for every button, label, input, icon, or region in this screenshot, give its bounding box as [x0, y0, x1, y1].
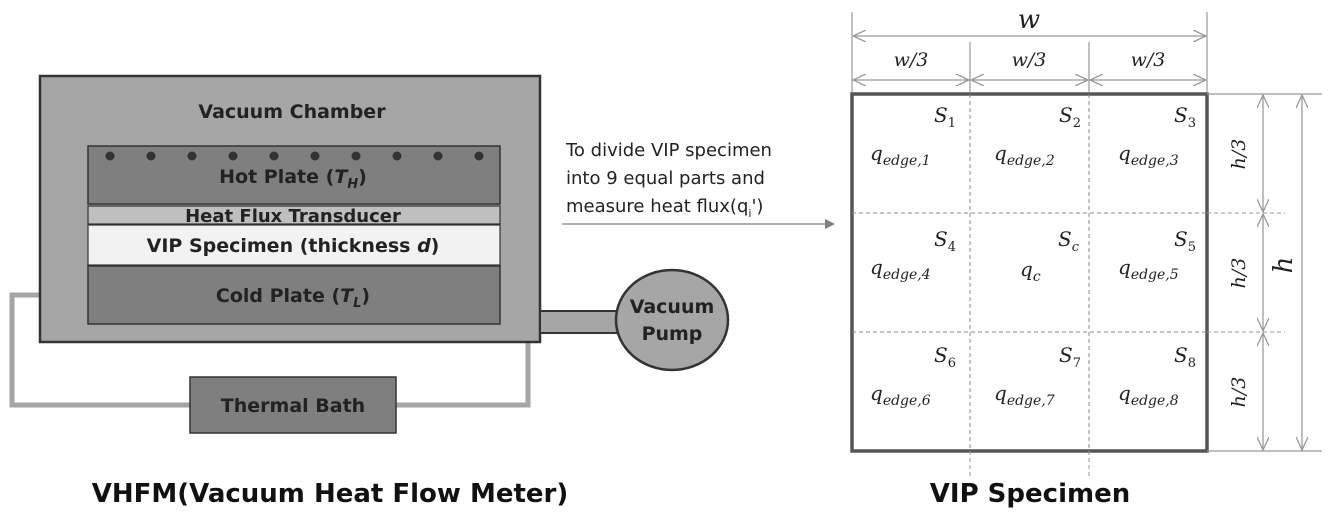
cell-3-heat-flux: qedge,3 [1118, 141, 1179, 169]
cell-8-heat-flux: qedge,8 [1118, 381, 1179, 409]
division-note-line2: into 9 equal parts and [566, 168, 765, 189]
vacuum-pump [614, 268, 730, 372]
vip-specimen-layer-label: VIP Specimen (thickness d) [147, 235, 440, 257]
hot-plate-label: Hot Plate (TH) [219, 166, 367, 192]
heat-flux-transducer [87, 205, 501, 225]
vip-specimen-grid: w w/3 w/3 w/3 h/3 h/3 h/3 h [850, 5, 1322, 509]
third-width-label-1: w/3 [894, 49, 929, 71]
division-note-line3: measure heat flux(qi') [566, 196, 763, 220]
cell-2-area: S2 [1059, 103, 1081, 131]
height-label: h [1269, 257, 1299, 274]
cell-1: S1 qedge,1 [870, 103, 956, 169]
cell-7-heat-flux: qedge,7 [994, 381, 1055, 409]
vacuum-pump-label-line1: Vacuum [630, 296, 715, 318]
third-height-label-2: h/3 [1228, 258, 1250, 289]
division-note: To divide VIP specimen into 9 equal part… [562, 140, 835, 229]
cell-center-area: Sc [1058, 227, 1080, 255]
third-width-label-3: w/3 [1131, 49, 1166, 71]
third-width-label-2: w/3 [1012, 49, 1047, 71]
heater-dots [105, 151, 484, 161]
cold-plate [87, 265, 501, 325]
cell-4: S4 qedge,4 [870, 227, 956, 283]
cell-center: Sc qc [1020, 227, 1080, 285]
cell-1-heat-flux: qedge,1 [870, 141, 931, 169]
cell-7-area: S7 [1059, 343, 1081, 371]
vip-specimen-layer [87, 224, 501, 266]
vhfm-caption: VHFM(Vacuum Heat Flow Meter) [92, 479, 569, 509]
cell-1-area: S1 [934, 103, 956, 131]
hot-plate [87, 145, 501, 205]
cell-2: S2 qedge,2 [994, 103, 1081, 169]
cell-2-heat-flux: qedge,2 [994, 141, 1055, 169]
cell-5: S5 qedge,5 [1118, 227, 1196, 283]
cell-6: S6 qedge,6 [870, 343, 956, 409]
vhfm-apparatus: Vacuum Chamber Hot Plate (TH) Heat Flux … [9, 74, 730, 509]
cell-7: S7 qedge,7 [994, 343, 1081, 409]
cell-4-area: S4 [934, 227, 956, 255]
division-note-line1: To divide VIP specimen [565, 140, 772, 161]
vacuum-pump-label-line2: Pump [642, 323, 703, 345]
cell-5-heat-flux: qedge,5 [1118, 255, 1179, 283]
cell-3: S3 qedge,3 [1118, 103, 1196, 169]
cell-6-heat-flux: qedge,6 [870, 381, 931, 409]
thermal-bath-label: Thermal Bath [221, 395, 365, 417]
thermal-bath [189, 376, 397, 434]
third-height-label-3: h/3 [1228, 377, 1250, 408]
cell-5-area: S5 [1174, 227, 1196, 255]
cell-8: S8 qedge,8 [1118, 343, 1196, 409]
cell-8-area: S8 [1174, 343, 1196, 371]
cell-center-heat-flux: qc [1020, 257, 1041, 285]
cell-6-area: S6 [934, 343, 956, 371]
cell-4-heat-flux: qedge,4 [870, 255, 931, 283]
width-label: w [1018, 5, 1040, 35]
cell-3-area: S3 [1174, 103, 1196, 131]
cold-plate-label: Cold Plate (TL) [216, 285, 370, 311]
vacuum-pipe [539, 310, 623, 334]
third-height-label-1: h/3 [1228, 139, 1250, 170]
specimen-outline [850, 92, 1209, 453]
heat-flux-transducer-label: Heat Flux Transducer [185, 206, 401, 227]
vip-specimen-caption: VIP Specimen [930, 479, 1130, 509]
vacuum-chamber-label: Vacuum Chamber [198, 101, 386, 123]
